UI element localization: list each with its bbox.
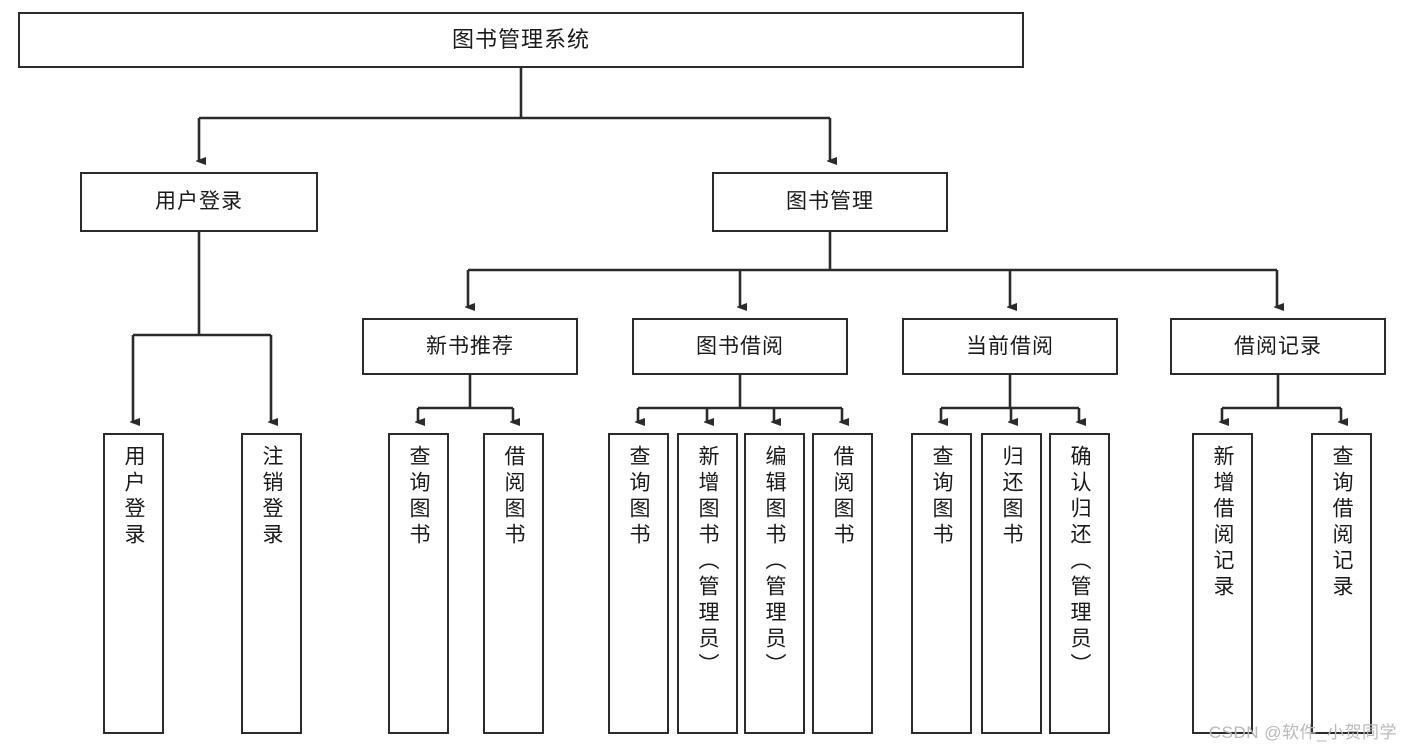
node-leaf-9[interactable]: 归还图书 xyxy=(981,433,1042,734)
node-label: 用户登录 xyxy=(122,445,145,549)
node-label: 新增图书（管理员） xyxy=(696,445,719,679)
node-level3-0[interactable]: 新书推荐 xyxy=(362,318,578,375)
node-label: 查询图书 xyxy=(627,445,650,549)
node-label: 借阅记录 xyxy=(1234,334,1322,358)
node-leaf-1[interactable]: 注销登录 xyxy=(241,433,302,734)
node-label: 用户登录 xyxy=(155,190,243,214)
node-label: 借阅图书 xyxy=(831,445,854,549)
node-label: 查询图书 xyxy=(407,445,430,549)
node-label: 图书管理系统 xyxy=(451,26,590,52)
node-level3-1[interactable]: 图书借阅 xyxy=(632,318,848,375)
node-label: 图书借阅 xyxy=(696,334,784,358)
node-level3-3[interactable]: 借阅记录 xyxy=(1170,318,1386,375)
node-root-system[interactable]: 图书管理系统 xyxy=(18,12,1024,68)
node-leaf-2[interactable]: 查询图书 xyxy=(388,433,449,734)
node-leaf-7[interactable]: 借阅图书 xyxy=(812,433,873,734)
node-label: 确认归还（管理员） xyxy=(1068,445,1091,679)
csdn-watermark: CSDN @软件_小贺同学 xyxy=(1208,723,1397,742)
node-level2-1[interactable]: 图书管理 xyxy=(712,172,948,232)
node-label: 借阅图书 xyxy=(502,445,525,549)
node-label: 当前借阅 xyxy=(966,334,1054,358)
node-leaf-6[interactable]: 编辑图书（管理员） xyxy=(744,433,805,734)
node-leaf-4[interactable]: 查询图书 xyxy=(608,433,669,734)
node-label: 注销登录 xyxy=(260,445,283,549)
node-leaf-10[interactable]: 确认归还（管理员） xyxy=(1049,433,1110,734)
node-level2-0[interactable]: 用户登录 xyxy=(80,172,318,232)
node-leaf-11[interactable]: 新增借阅记录 xyxy=(1192,433,1253,734)
node-label: 查询借阅记录 xyxy=(1330,445,1353,601)
node-level3-2[interactable]: 当前借阅 xyxy=(902,318,1118,375)
node-label: 查询图书 xyxy=(930,445,953,549)
node-leaf-5[interactable]: 新增图书（管理员） xyxy=(677,433,738,734)
node-label: 图书管理 xyxy=(786,190,874,214)
node-label: 编辑图书（管理员） xyxy=(763,445,786,679)
node-label: 新增借阅记录 xyxy=(1211,445,1234,601)
node-label: 归还图书 xyxy=(1000,445,1023,549)
node-leaf-3[interactable]: 借阅图书 xyxy=(483,433,544,734)
node-leaf-12[interactable]: 查询借阅记录 xyxy=(1311,433,1372,734)
node-label: 新书推荐 xyxy=(426,334,514,358)
node-leaf-8[interactable]: 查询图书 xyxy=(911,433,972,734)
node-leaf-0[interactable]: 用户登录 xyxy=(103,433,164,734)
